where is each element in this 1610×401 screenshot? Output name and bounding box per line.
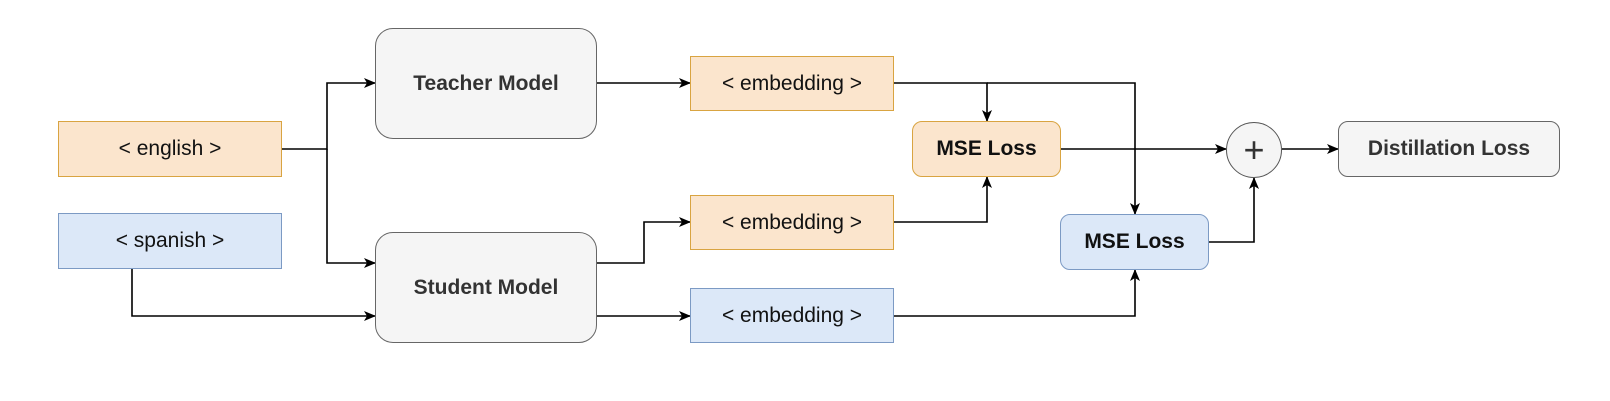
english-input-box: < english >	[58, 121, 282, 177]
teacher-model-label: Teacher Model	[413, 71, 559, 95]
student-model-box: Student Model	[375, 232, 597, 343]
edge-teacher-embedding-to-english-mse	[894, 82, 992, 122]
spanish-input-label: < spanish >	[115, 229, 225, 252]
student-spanish-embedding-box: < embedding >	[690, 288, 894, 343]
student-model-label: Student Model	[413, 275, 559, 299]
teacher-embedding-label: < embedding >	[721, 71, 863, 95]
distillation-loss-label: Distillation Loss	[1367, 137, 1531, 160]
spanish-mse-loss-box: MSE Loss	[1060, 214, 1209, 270]
plus-circle-icon: +	[1226, 122, 1282, 178]
spanish-mse-loss-label: MSE Loss	[1084, 230, 1185, 253]
edge-teacher-embedding-to-spanish-mse	[987, 82, 1140, 215]
edge-spanish-to-student	[131, 269, 376, 321]
student-english-embedding-label: < embedding >	[721, 210, 863, 234]
sum-operator-label: +	[1243, 129, 1265, 170]
edge-student-embedding-to-english-mse	[894, 176, 992, 223]
edge-english-to-teacher	[282, 78, 376, 150]
student-spanish-embedding-label: < embedding >	[721, 303, 863, 327]
teacher-model-box: Teacher Model	[375, 28, 597, 139]
english-mse-loss-label: MSE Loss	[936, 137, 1037, 160]
english-mse-loss-box: MSE Loss	[912, 121, 1061, 177]
spanish-input-box: < spanish >	[58, 213, 282, 269]
edge-english-to-student	[326, 149, 376, 268]
edge-student-to-english-embedding	[597, 217, 691, 264]
edge-spanish-mse-to-sum	[1209, 177, 1259, 243]
teacher-embedding-box: < embedding >	[690, 56, 894, 111]
distillation-loss-box: Distillation Loss	[1338, 121, 1560, 177]
edge-spanish-embedding-to-spanish-mse	[894, 269, 1140, 317]
english-input-label: < english >	[118, 137, 222, 160]
student-english-embedding-box: < embedding >	[690, 195, 894, 250]
